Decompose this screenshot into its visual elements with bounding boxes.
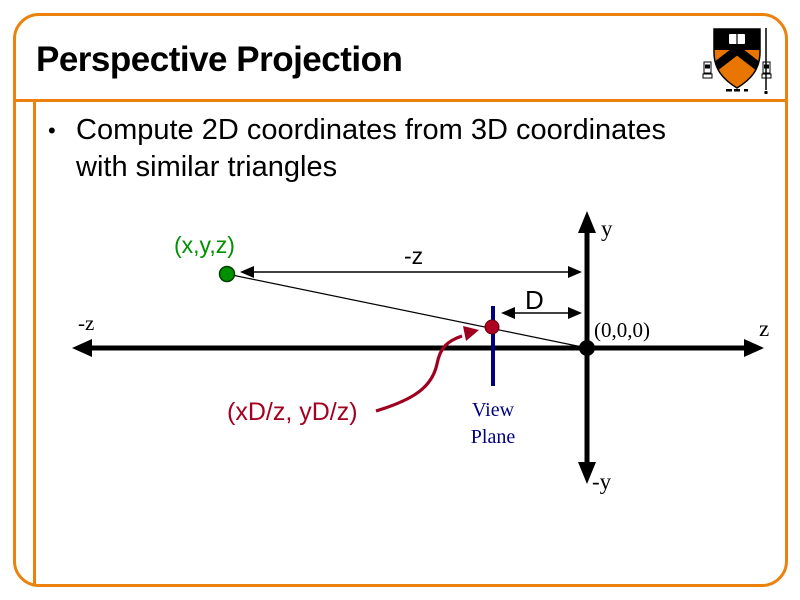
title-separator-line <box>13 99 788 102</box>
shield-ornament-left <box>702 61 713 79</box>
neg-z-measure-right-arrowhead-icon <box>568 266 582 278</box>
bullet-text: Compute 2D coordinates from 3D coordinat… <box>76 112 666 186</box>
label-origin: (0,0,0) <box>594 318 650 342</box>
label-projected-point: (xD/z, yD/z) <box>227 398 358 426</box>
bullet-marker: • <box>48 118 56 143</box>
projection-line <box>226 273 588 349</box>
callout-arrowhead-icon <box>463 326 479 341</box>
callout-curved-arrow <box>375 334 463 413</box>
slide-border <box>13 13 788 587</box>
d-measure-right-arrowhead-icon <box>568 307 582 319</box>
label-point-3d: (x,y,z) <box>174 232 235 258</box>
bullet-item: • Compute 2D coordinates from 3D coordin… <box>48 112 666 186</box>
label-view-plane-line2: Plane <box>470 426 516 448</box>
z-axis-left-arrowhead-icon <box>72 339 92 357</box>
shield-outline <box>713 28 761 89</box>
princeton-shield-icon <box>702 28 772 94</box>
neg-z-measure-left-arrowhead-icon <box>240 266 254 278</box>
label-distance-d: D <box>525 285 544 315</box>
label-neg-y-axis: -y <box>592 469 612 494</box>
page-title: Perspective Projection <box>36 40 403 79</box>
d-measure-left-arrowhead-icon <box>501 307 515 319</box>
projected-point-dot <box>484 319 500 335</box>
bullet-text-line2: with similar triangles <box>76 151 338 183</box>
bullet-text-line1: Compute 2D coordinates from 3D coordinat… <box>76 114 666 146</box>
origin-point <box>579 340 595 356</box>
y-axis-top-arrowhead-icon <box>578 211 596 233</box>
shield-motto-marks <box>726 89 748 92</box>
content-box-left-line <box>33 100 36 586</box>
z-axis-right-arrowhead-icon <box>744 339 764 357</box>
logo-bottom-mark <box>764 91 768 94</box>
label-neg-z-axis: -z <box>78 311 95 335</box>
label-y-axis: y <box>601 216 613 241</box>
point-3d-dot <box>218 265 236 283</box>
y-axis-bottom-arrowhead-icon <box>578 462 596 484</box>
shield-chevron <box>714 44 760 71</box>
label-neg-z-distance: -z <box>404 243 424 269</box>
label-view-plane-line1: View <box>471 399 515 421</box>
label-z-axis: z <box>759 316 770 341</box>
label-view-plane: View Plane <box>458 397 528 451</box>
